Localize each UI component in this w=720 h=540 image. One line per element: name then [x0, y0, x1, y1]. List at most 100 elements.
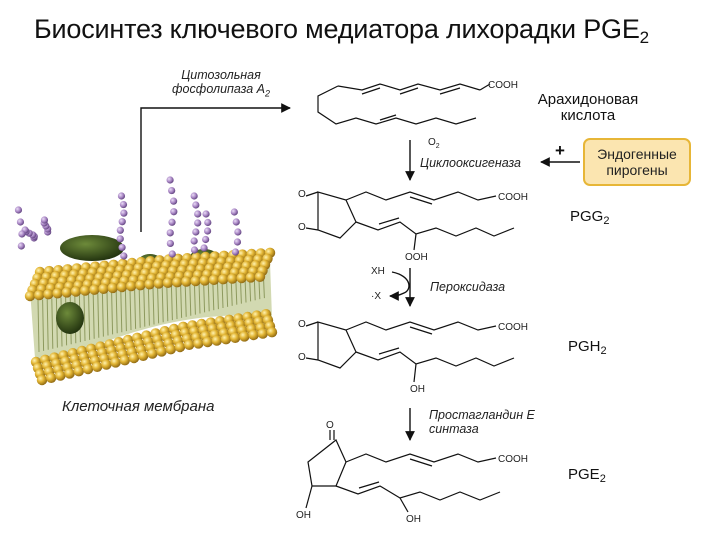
lipid-tail [161, 286, 164, 323]
lipid-tail [115, 291, 118, 334]
glycan-bead [119, 200, 128, 209]
lipid-head [211, 335, 222, 346]
pla2-label-line2: фосфолипаза A [171, 82, 266, 96]
glycan-bead [232, 218, 240, 226]
membrane-label: Клеточная мембрана [62, 398, 215, 415]
lipid-head [138, 350, 149, 361]
pyrogens-line1: Эндогенные [597, 146, 677, 162]
glycan-bead [118, 218, 126, 226]
glycan-bead [234, 228, 242, 236]
lipid-head [153, 278, 164, 289]
lipid-head [43, 289, 54, 300]
cell-membrane [14, 176, 278, 386]
glycan-bead [17, 242, 25, 250]
lipid-head [245, 272, 256, 283]
lipid-head [174, 341, 186, 353]
pgh2-o-bottom: O [298, 352, 306, 363]
o2-label-text: O [428, 137, 436, 148]
glycan-bead [169, 197, 178, 205]
lipid-tail [111, 291, 114, 335]
peroxidase-label: Пероксидаза [430, 280, 506, 294]
lipid-tail [143, 288, 146, 327]
lipid-head [199, 275, 210, 286]
pgg2-o-bottom: O [298, 222, 306, 233]
pyrogens-line2: пирогены [606, 162, 668, 178]
plus-sign: + [555, 141, 565, 160]
lipid-head [36, 374, 48, 386]
lipid-head [34, 289, 45, 301]
lipid-tail [101, 292, 104, 337]
lipid-head [52, 288, 63, 299]
lipid-head [220, 334, 232, 345]
protein-1 [60, 235, 124, 261]
lipid-tail [138, 288, 141, 328]
arachidonic-acid-label: Арахидоновая кислота [528, 92, 648, 124]
glycan-bead [168, 250, 176, 258]
pge2-oh-right: OH [406, 514, 421, 525]
xh-label: XH [371, 266, 385, 277]
lipid-tail [152, 287, 155, 325]
lipid-head [202, 336, 213, 348]
glycan-bead [194, 210, 202, 218]
glycan-bead [116, 235, 124, 243]
lipid-tail [203, 281, 206, 313]
lipid-head [147, 348, 158, 359]
lipid-head [162, 277, 174, 288]
glycan-bead [190, 192, 198, 200]
lipid-head [193, 338, 204, 349]
pgh2-label: PGH2 [568, 338, 607, 357]
pgh2-oh-label: OH [410, 384, 425, 395]
pge2-label: PGE2 [568, 466, 606, 485]
lipid-tail [124, 290, 127, 332]
glycan-bead [233, 238, 242, 246]
glycan-bead [120, 209, 128, 217]
glycan-bead [116, 226, 124, 234]
lipid-tail [226, 279, 229, 307]
lipid-head [165, 344, 176, 355]
o2-label-sub: 2 [435, 143, 440, 150]
glycan-bead [194, 219, 202, 227]
o2-label: O2 [428, 137, 440, 150]
lipid-tail [37, 299, 40, 353]
lipid-head [101, 359, 112, 370]
glycan-bead [120, 252, 128, 260]
lipid-head [24, 290, 36, 302]
lipid-tail [129, 289, 132, 331]
lipid-head [236, 272, 247, 284]
lipid-head [107, 282, 119, 294]
pla2-label-line1: Цитозольная [181, 68, 261, 82]
lipid-tail [221, 279, 224, 309]
lipid-tail [134, 289, 137, 329]
pgh2-cooh-label: COOH [498, 322, 528, 333]
glycan-bead [168, 186, 176, 195]
pgg2-o-top: O [298, 189, 306, 200]
lipid-tail [106, 292, 109, 336]
lipid-head [254, 271, 266, 282]
lipid-head [61, 287, 72, 298]
lipid-tail [175, 284, 178, 320]
lipid-tail [235, 278, 238, 305]
lipid-tail [88, 294, 91, 340]
pgh2-o-top: O [298, 319, 306, 330]
lipid-head [248, 329, 259, 341]
lipid-tail [198, 282, 201, 314]
glycan-bead [230, 208, 238, 216]
lipid-head [119, 355, 130, 366]
arachidonic-line2: кислота [560, 107, 616, 124]
glycan-bead [166, 229, 174, 237]
x-radical-label: ·X [371, 291, 381, 302]
lipid-head [181, 276, 192, 287]
lipid-head [55, 370, 66, 381]
glycan-bead [16, 218, 25, 226]
lipid-heads-upper-layer [24, 247, 276, 302]
title-subscript: 2 [639, 28, 649, 47]
pgg2-label-text: PGG [570, 208, 604, 225]
lipid-tail [157, 286, 160, 324]
glycan-bead [14, 206, 23, 214]
lipid-tail [120, 290, 123, 333]
pgg2-ooh-label: OOH [405, 252, 428, 263]
pgg2-structure [305, 191, 515, 251]
pge2-structure [305, 430, 501, 513]
